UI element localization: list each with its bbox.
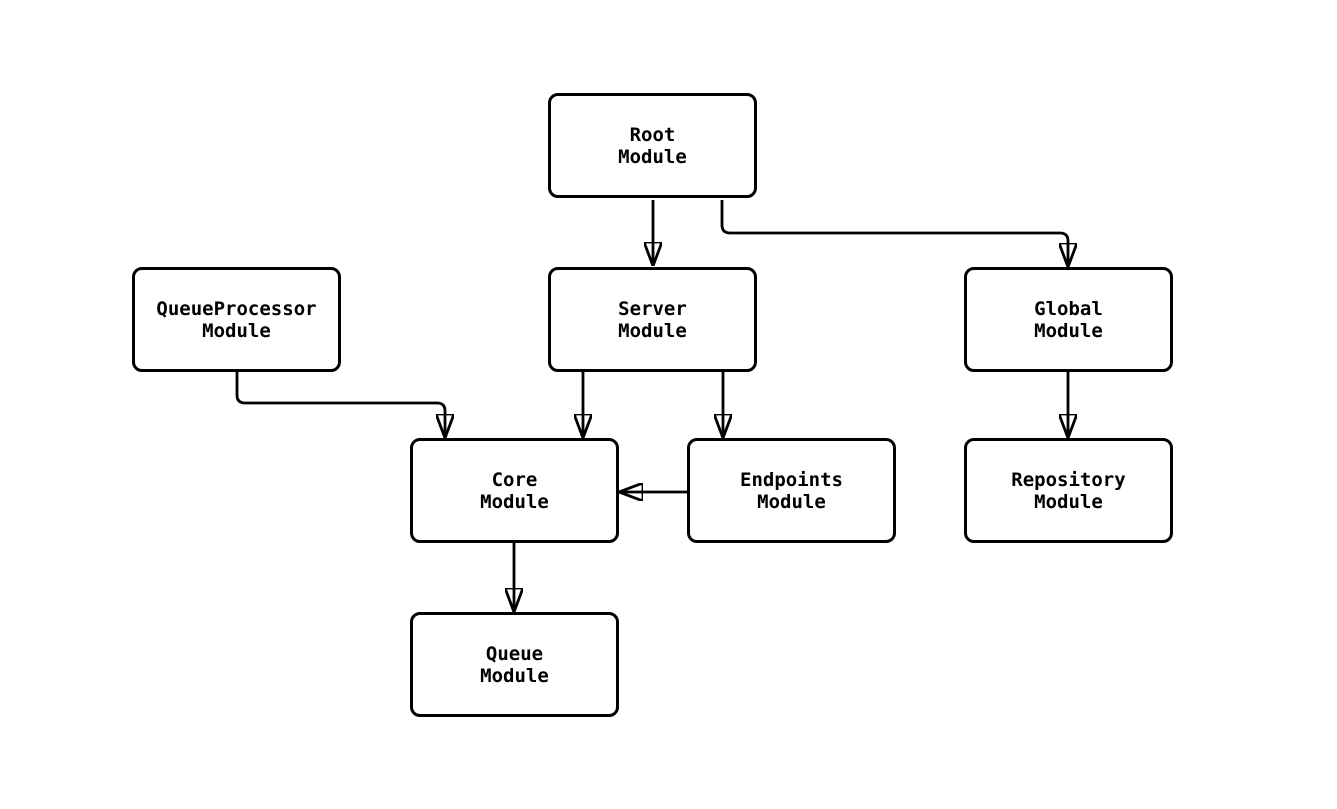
node-core-module: Core Module bbox=[410, 438, 619, 543]
node-server-module: Server Module bbox=[548, 267, 757, 372]
node-root-module-label: Root Module bbox=[618, 123, 687, 168]
node-core-module-label: Core Module bbox=[480, 468, 549, 513]
node-repository-module: Repository Module bbox=[964, 438, 1173, 543]
node-queueprocessor-module: QueueProcessor Module bbox=[132, 267, 341, 372]
node-server-module-label: Server Module bbox=[618, 297, 687, 342]
edge-root-to-global bbox=[720, 200, 1068, 265]
node-endpoints-module: Endpoints Module bbox=[687, 438, 896, 543]
edge-queueprocessor-to-core bbox=[235, 372, 445, 436]
node-queue-module: Queue Module bbox=[410, 612, 619, 717]
node-queue-module-label: Queue Module bbox=[480, 642, 549, 687]
node-queueprocessor-module-label: QueueProcessor Module bbox=[156, 297, 317, 342]
node-root-module: Root Module bbox=[548, 93, 757, 198]
node-endpoints-module-label: Endpoints Module bbox=[740, 468, 843, 513]
node-global-module-label: Global Module bbox=[1034, 297, 1103, 342]
node-global-module: Global Module bbox=[964, 267, 1173, 372]
node-repository-module-label: Repository Module bbox=[1011, 468, 1126, 513]
